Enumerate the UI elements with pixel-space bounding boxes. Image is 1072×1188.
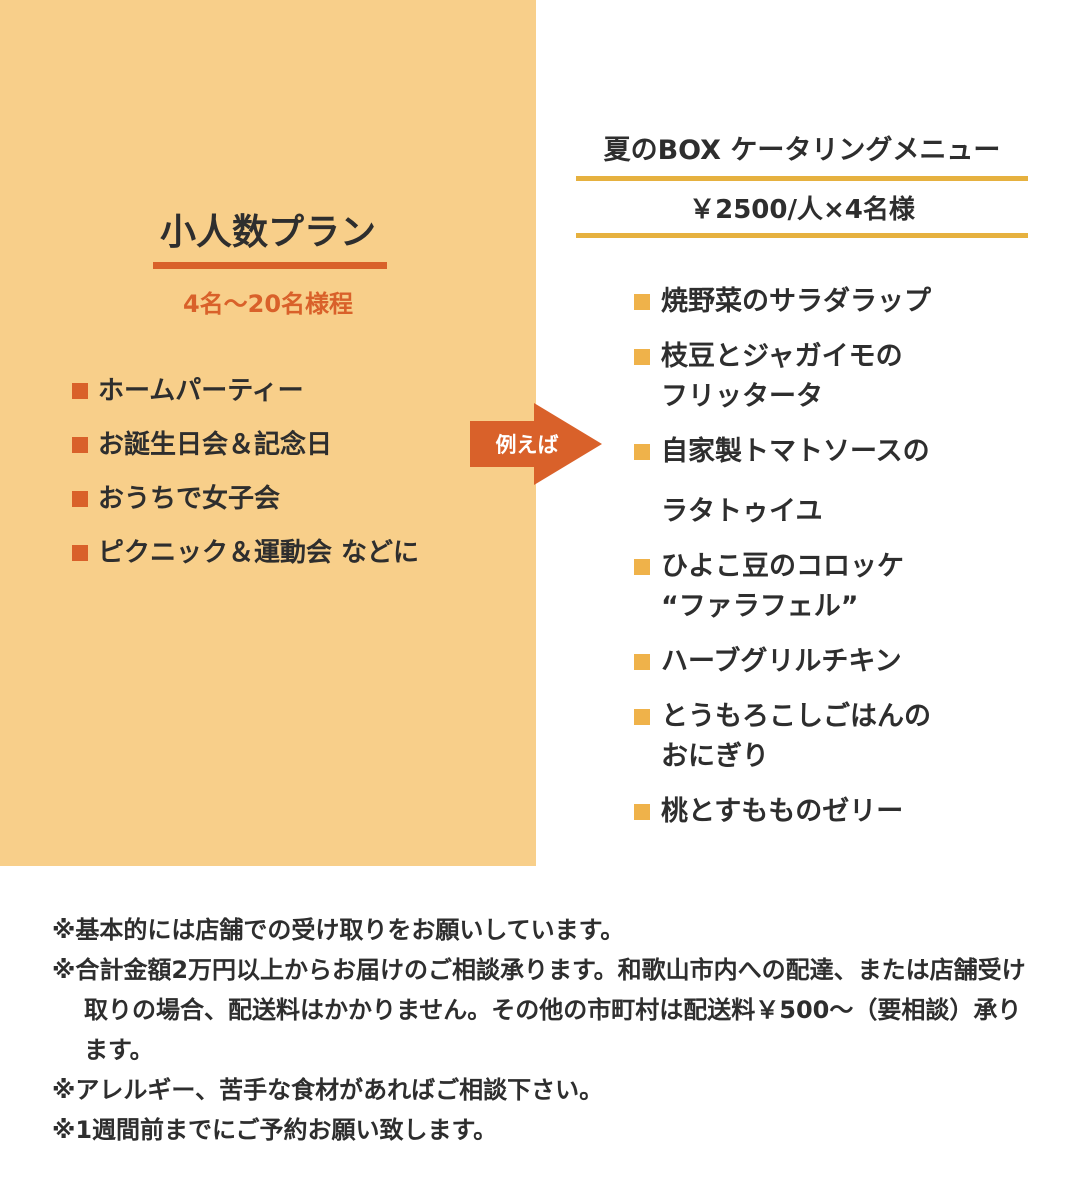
menu-item: 枝豆とジャガイモの フリッタータ <box>634 337 931 417</box>
square-bullet-icon <box>634 804 650 820</box>
square-bullet-icon <box>634 444 650 460</box>
square-bullet-icon <box>634 709 650 725</box>
arrow-label: 例えば <box>495 433 559 457</box>
menu-item: 桃とすもものゼリー <box>634 792 931 832</box>
plan-capacity: 4名〜20名様程 <box>182 290 354 318</box>
note-item: ※合計金額2万円以上からお届けのご相談承ります。和歌山市内への配達、または店舗受… <box>52 956 1026 1064</box>
menu-item-line: 枝豆とジャガイモの <box>661 341 903 372</box>
list-item: ピクニック＆運動会 などに <box>72 526 419 580</box>
square-bullet-icon <box>72 437 88 453</box>
arrow-right-icon <box>470 403 602 485</box>
menu-item-line: 焼野菜のサラダラップ <box>661 286 931 317</box>
notes-list: ※基本的には店舗での受け取りをお願いしています。 ※合計金額2万円以上からお届け… <box>52 910 1032 1150</box>
menu-title: 夏のBOX ケータリングメニュー <box>603 135 1001 166</box>
menu-item: ひよこ豆のコロッケ “ファラフェル” <box>634 547 931 627</box>
menu-item-line: ハーブグリルチキン <box>661 646 902 677</box>
note-item: ※基本的には店舗での受け取りをお願いしています。 <box>52 916 625 944</box>
menu-item: 焼野菜のサラダラップ <box>634 282 931 322</box>
divider <box>576 233 1028 238</box>
square-bullet-icon <box>72 383 88 399</box>
square-bullet-icon <box>72 545 88 561</box>
plan-panel <box>0 0 536 866</box>
list-item: おうちで女子会 <box>72 472 419 526</box>
menu-item-line: “ファラフェル” <box>661 591 859 622</box>
occasion-label: お誕生日会＆記念日 <box>98 430 333 460</box>
list-item: お誕生日会＆記念日 <box>72 418 419 472</box>
menu-price: ￥2500/人×4名様 <box>689 195 915 225</box>
square-bullet-icon <box>634 294 650 310</box>
note-item: ※アレルギー、苦手な食材があればご相談下さい。 <box>52 1076 604 1104</box>
occasion-list: ホームパーティー お誕生日会＆記念日 おうちで女子会 ピクニック＆運動会 などに <box>72 364 419 580</box>
menu-item: とうもろこしごはんの おにぎり <box>634 697 931 777</box>
plan-title: 小人数プラン <box>159 212 376 253</box>
list-item: ホームパーティー <box>72 364 419 418</box>
square-bullet-icon <box>72 491 88 507</box>
occasion-label: ホームパーティー <box>98 376 304 406</box>
menu-item: ハーブグリルチキン <box>634 642 931 682</box>
menu-item-line: ひよこ豆のコロッケ <box>661 551 904 582</box>
occasion-label: おうちで女子会 <box>98 484 281 514</box>
menu-item: 自家製トマトソースの ラタトゥイユ <box>634 432 931 532</box>
plan-title-underline <box>153 262 387 269</box>
divider <box>576 176 1028 181</box>
occasion-label: ピクニック＆運動会 などに <box>98 538 420 568</box>
menu-item-line: 自家製トマトソースの <box>661 436 930 467</box>
menu-item-line: ラタトゥイユ <box>661 496 823 527</box>
square-bullet-icon <box>634 349 650 365</box>
menu-item-line: フリッタータ <box>661 381 823 412</box>
note-item: ※1週間前までにご予約お願い致します。 <box>52 1116 498 1144</box>
menu-item-line: おにぎり <box>661 741 769 772</box>
menu-item-line: 桃とすもものゼリー <box>661 796 904 827</box>
square-bullet-icon <box>634 654 650 670</box>
menu-item-list: 焼野菜のサラダラップ 枝豆とジャガイモの フリッタータ 自家製トマトソースの ラ… <box>634 282 931 832</box>
square-bullet-icon <box>634 559 650 575</box>
menu-item-line: とうもろこしごはんの <box>661 701 931 732</box>
